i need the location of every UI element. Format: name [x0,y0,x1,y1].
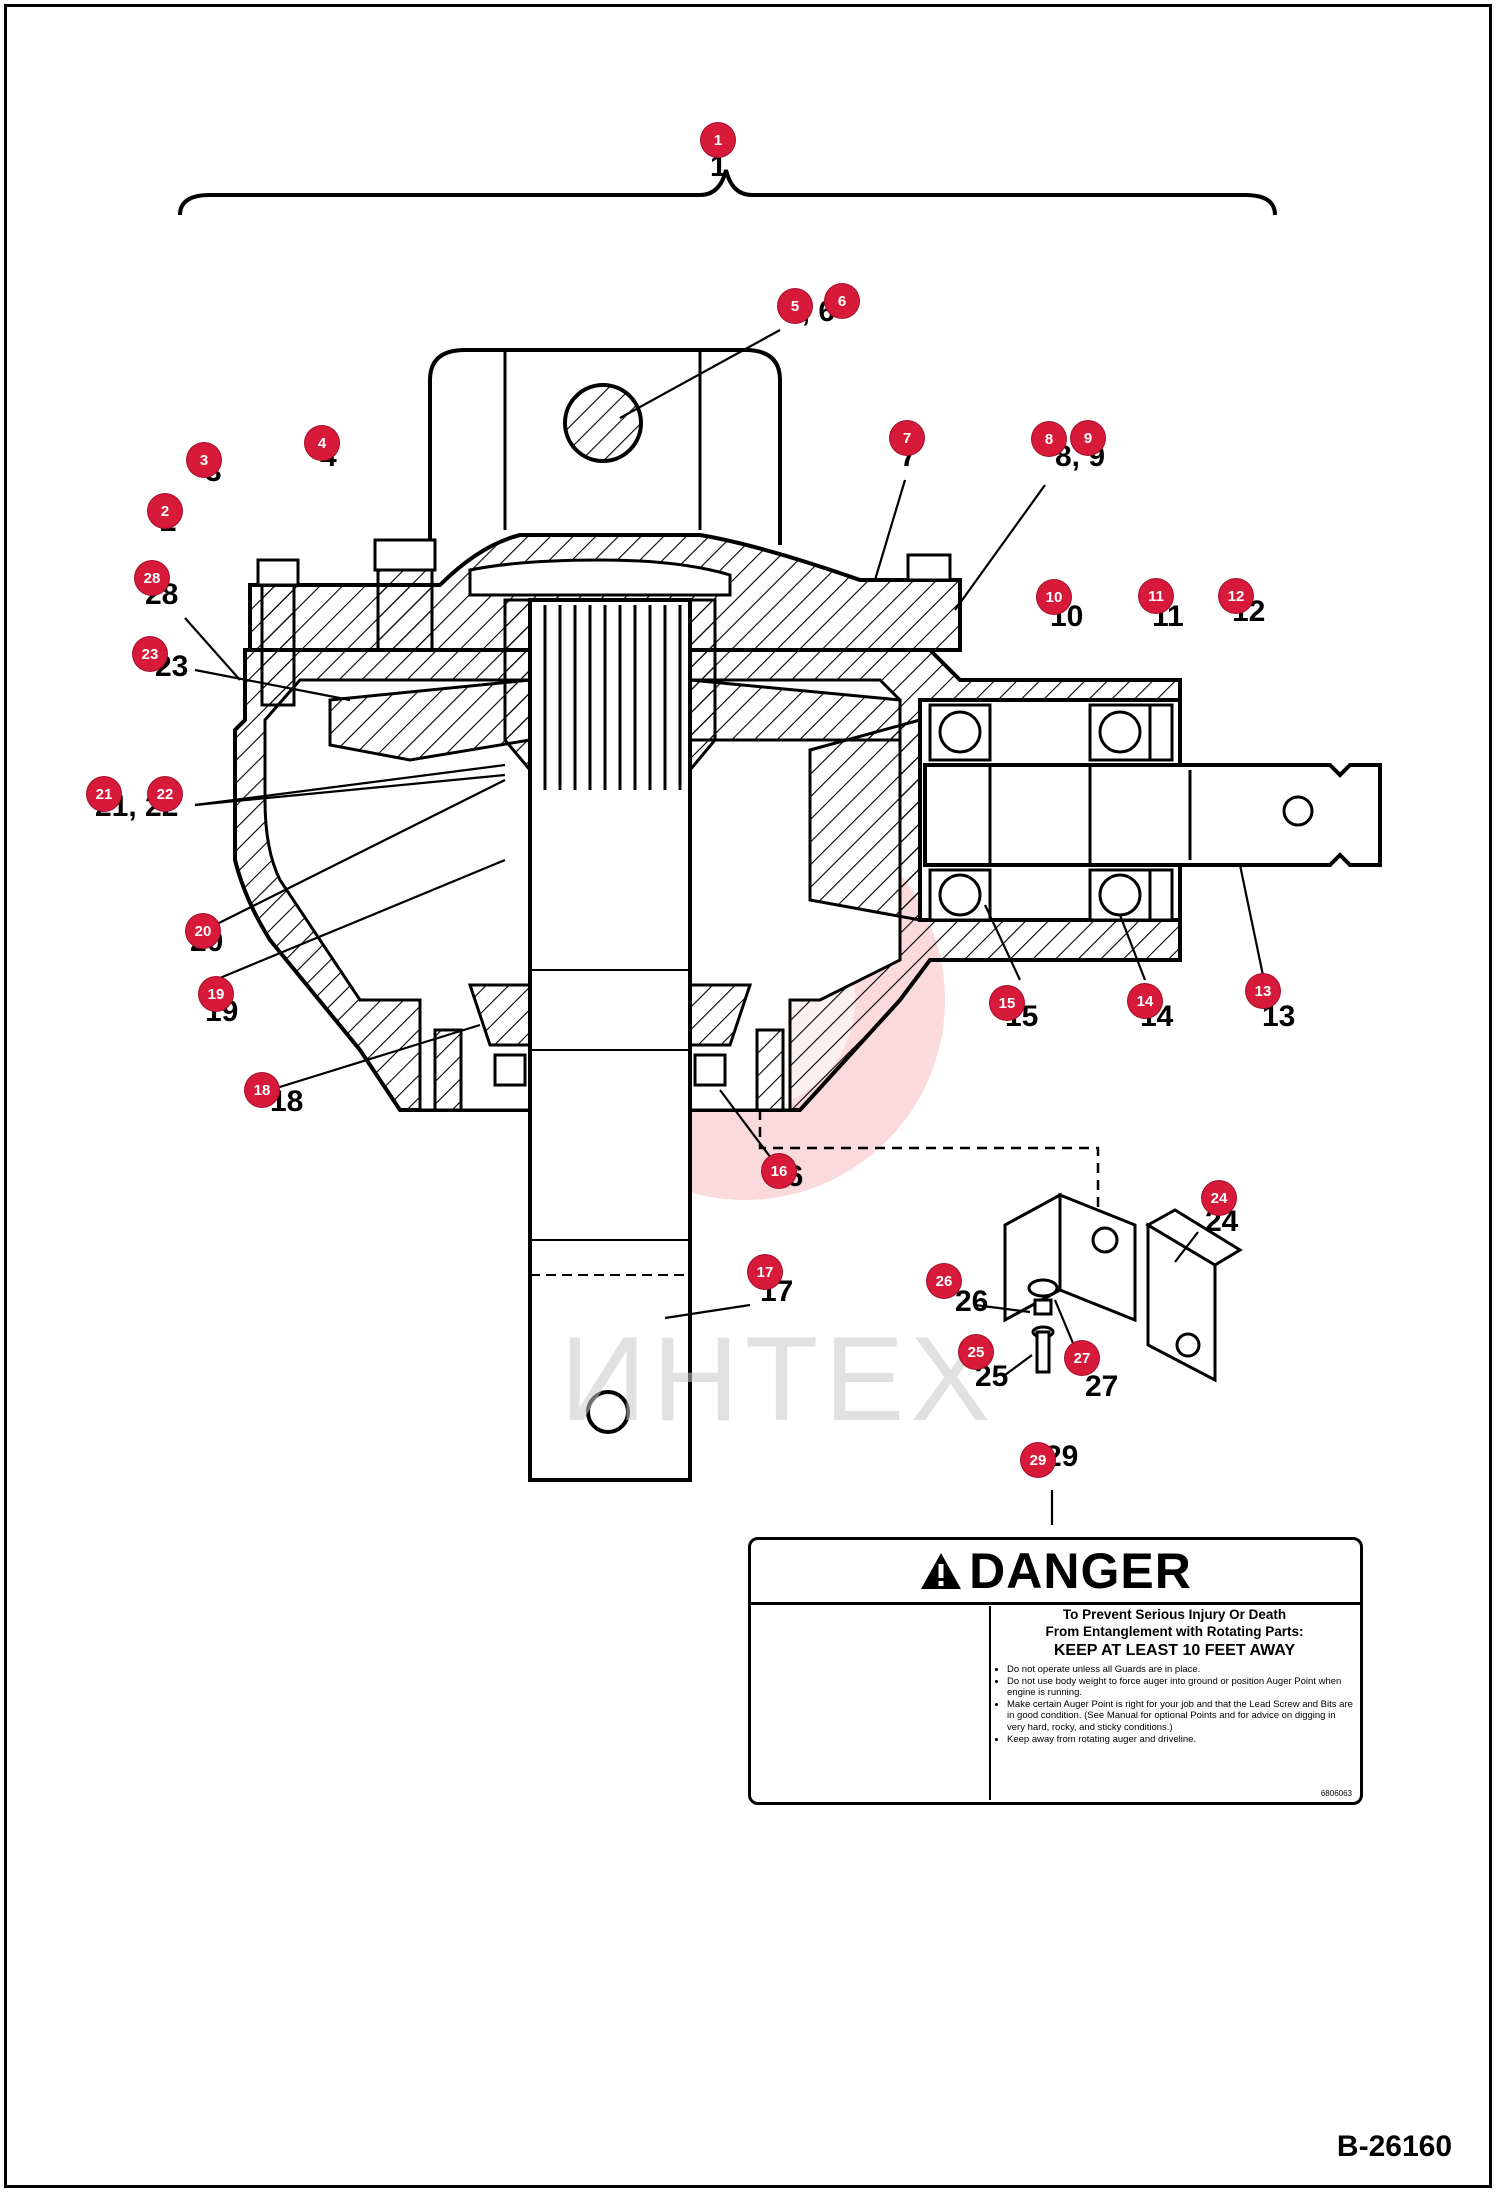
callout-11[interactable]: 11 [1139,579,1173,613]
warning-triangle-icon [921,1553,962,1589]
drawing-number: B-26160 [1336,2130,1452,2163]
decal-bullet: Keep away from rotating auger and drivel… [1007,1734,1354,1746]
decal-title: DANGER [969,1543,1192,1599]
leader-lines [184,329,1267,1525]
danger-decal: DANGER To Prevent Serious Injury Or Deat… [748,1537,1363,1805]
shaft-pin-hole [586,1390,630,1434]
printed-part-number: 27 [1085,1370,1119,1403]
callout-16[interactable]: 16 [762,1154,796,1188]
lower-bearing [467,983,532,1047]
pinion-gear [808,718,922,922]
lower-stud-left [433,1028,463,1112]
lower-seal [493,1053,527,1087]
decal-bullet: Make certain Auger Point is right for yo… [1007,1699,1354,1734]
assembly-brace [178,169,1277,216]
top-bolt [906,553,952,582]
callout-9[interactable]: 9 [1071,421,1105,455]
callout-22[interactable]: 22 [148,777,182,811]
decal-text-panel: To Prevent Serious Injury Or Death From … [995,1606,1354,1798]
crown-gear [328,678,532,762]
decal-line2: From Entanglement with Rotating Parts: [1045,1624,1304,1639]
callout-20[interactable]: 20 [186,914,220,948]
callout-25[interactable]: 25 [959,1335,993,1369]
input-shaft-hole [1282,795,1314,827]
bracket-hardware [1027,1278,1059,1374]
callout-10[interactable]: 10 [1037,580,1071,614]
callout-23[interactable]: 23 [133,637,167,671]
callout-28[interactable]: 28 [135,561,169,595]
callout-15[interactable]: 15 [990,986,1024,1020]
callout-4[interactable]: 4 [305,426,339,460]
callout-2[interactable]: 2 [148,494,182,528]
decal-keep-away: KEEP AT LEAST 10 FEET AWAY [1053,1642,1296,1659]
callout-21[interactable]: 21 [87,777,121,811]
callout-6[interactable]: 6 [825,284,859,318]
decal-header: DANGER [751,1540,1360,1605]
callout-14[interactable]: 14 [1128,984,1162,1018]
printed-part-number: 1 [710,150,727,183]
callout-18[interactable]: 18 [245,1073,279,1107]
lower-stud-right [755,1028,785,1112]
callout-19[interactable]: 19 [199,977,233,1011]
input-shaft [923,763,1382,867]
callout-12[interactable]: 12 [1219,579,1253,613]
decal-bullets: Do not operate unless all Guards are in … [995,1664,1354,1745]
decal-bullet: Do not operate unless all Guards are in … [1007,1664,1354,1676]
splines [543,605,682,790]
decal-code: 6806063 [1320,1789,1352,1798]
decal-line1: To Prevent Serious Injury Or Death [1062,1607,1287,1622]
callout-7[interactable]: 7 [890,421,924,455]
callout-17[interactable]: 17 [748,1255,782,1289]
callout-27[interactable]: 27 [1065,1341,1099,1375]
callout-24[interactable]: 24 [1202,1181,1236,1215]
callout-5[interactable]: 5 [778,289,812,323]
callout-26[interactable]: 26 [927,1264,961,1298]
ball-bearing-outer [928,703,992,922]
page-border [4,4,1492,2188]
mounting-pin [563,383,643,463]
callout-13[interactable]: 13 [1246,974,1280,1008]
decal-bullet: Do not use body weight to force auger in… [1007,1676,1354,1699]
watermark-text: ИНТЕХ [560,1312,997,1446]
callout-1[interactable]: 1 [701,123,735,157]
decal-pictogram-panel [757,1606,991,1800]
callout-29[interactable]: 29 [1021,1443,1055,1477]
printed-part-number: 26 [955,1285,989,1318]
vent-plug [373,538,437,652]
callout-3[interactable]: 3 [187,443,221,477]
callout-8[interactable]: 8 [1032,422,1066,456]
